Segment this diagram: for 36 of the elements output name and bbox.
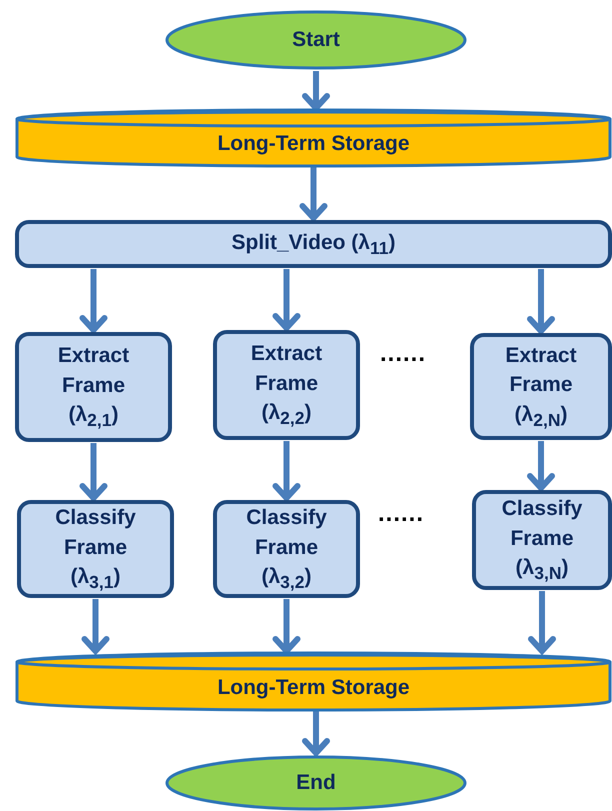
terminal-ellipse [165, 10, 467, 70]
process-box [15, 220, 612, 268]
ellipsis-label: ...... [378, 500, 424, 528]
arrow [302, 71, 330, 111]
arrow [527, 269, 555, 334]
process-box [213, 330, 360, 440]
node-text: Split_Video (λ$_{11}$) [232, 230, 396, 260]
storage-cylinder [15, 653, 612, 710]
node-text: Classify Frame (λ$_{3,N}$) [500, 496, 584, 586]
arrow [302, 711, 330, 756]
arrow [82, 599, 110, 654]
process-box [17, 500, 174, 598]
arrow [300, 167, 328, 221]
node-text: Long-Term Storage [217, 674, 410, 701]
process-box [15, 332, 172, 442]
node-text: Extract Frame (λ$_{2,2}$) [250, 341, 324, 430]
arrow [80, 443, 108, 501]
node-text: Long-Term Storage [217, 131, 410, 158]
node-text: End [296, 770, 336, 796]
node-text: Extract Frame (λ$_{2,N}$) [504, 342, 578, 432]
process-box [472, 490, 612, 590]
arrow [527, 441, 555, 491]
process-box [470, 333, 612, 440]
arrow [80, 269, 108, 333]
arrow [272, 269, 300, 331]
node-text: Classify Frame (λ$_{3,2}$) [245, 505, 328, 594]
storage-cylinder [15, 110, 612, 166]
terminal-ellipse [165, 755, 467, 811]
arrow [272, 441, 300, 501]
arrow [528, 591, 556, 654]
node-text: Classify Frame (λ$_{3,1}$) [54, 505, 137, 594]
ellipsis-label: ...... [380, 340, 426, 368]
arrow [272, 599, 300, 654]
node-text: Extract Frame (λ$_{2,1}$) [56, 343, 130, 432]
process-box [213, 500, 360, 598]
node-text: Start [292, 27, 340, 54]
